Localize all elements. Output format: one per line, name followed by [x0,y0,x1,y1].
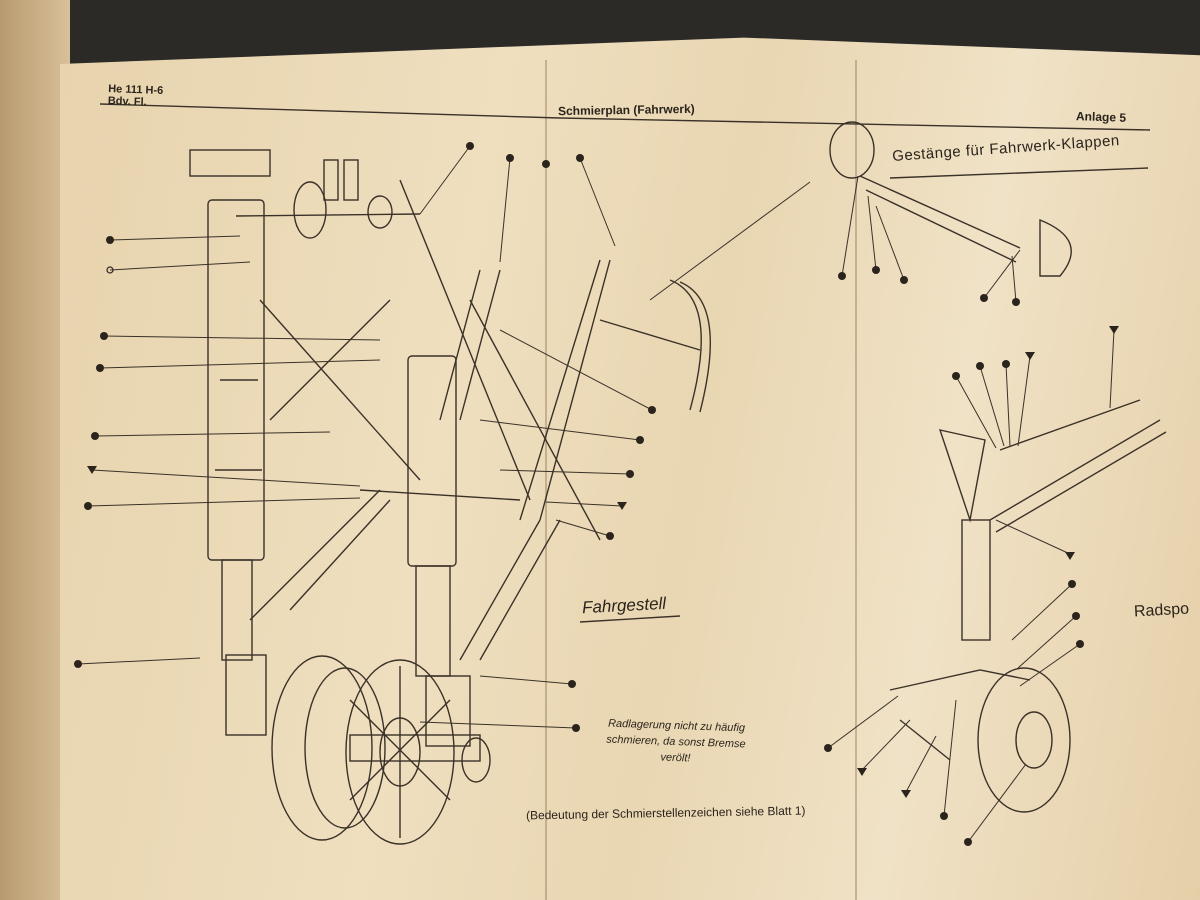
appendix-label: Anlage 5 [1075,109,1127,125]
page-fold [855,60,857,900]
main-gear-drawing [189,149,711,845]
aircraft-model-header: He 111 H-6 Bdv. Fl. [108,83,164,109]
manual-sheet [60,37,1200,900]
flap-linkage-drawing [829,121,1072,277]
klappen-underline [889,167,1149,179]
page-fold [545,60,547,900]
tail-wheel-title: Radspo [1133,600,1190,621]
left-page-edge [0,0,70,900]
header-rule [99,103,1151,131]
wheel-bearing-note: Radlagerung nicht zu häufig schmieren, d… [575,715,777,770]
tail-wheel-drawing [889,399,1167,813]
page-title: Schmierplan (Fahrwerk) [557,101,695,119]
fahrgestell-underline [579,615,681,623]
sub-label: Bdv. Fl. [107,95,147,109]
lubrication-points [74,142,1119,846]
leader-lines [77,145,1115,843]
